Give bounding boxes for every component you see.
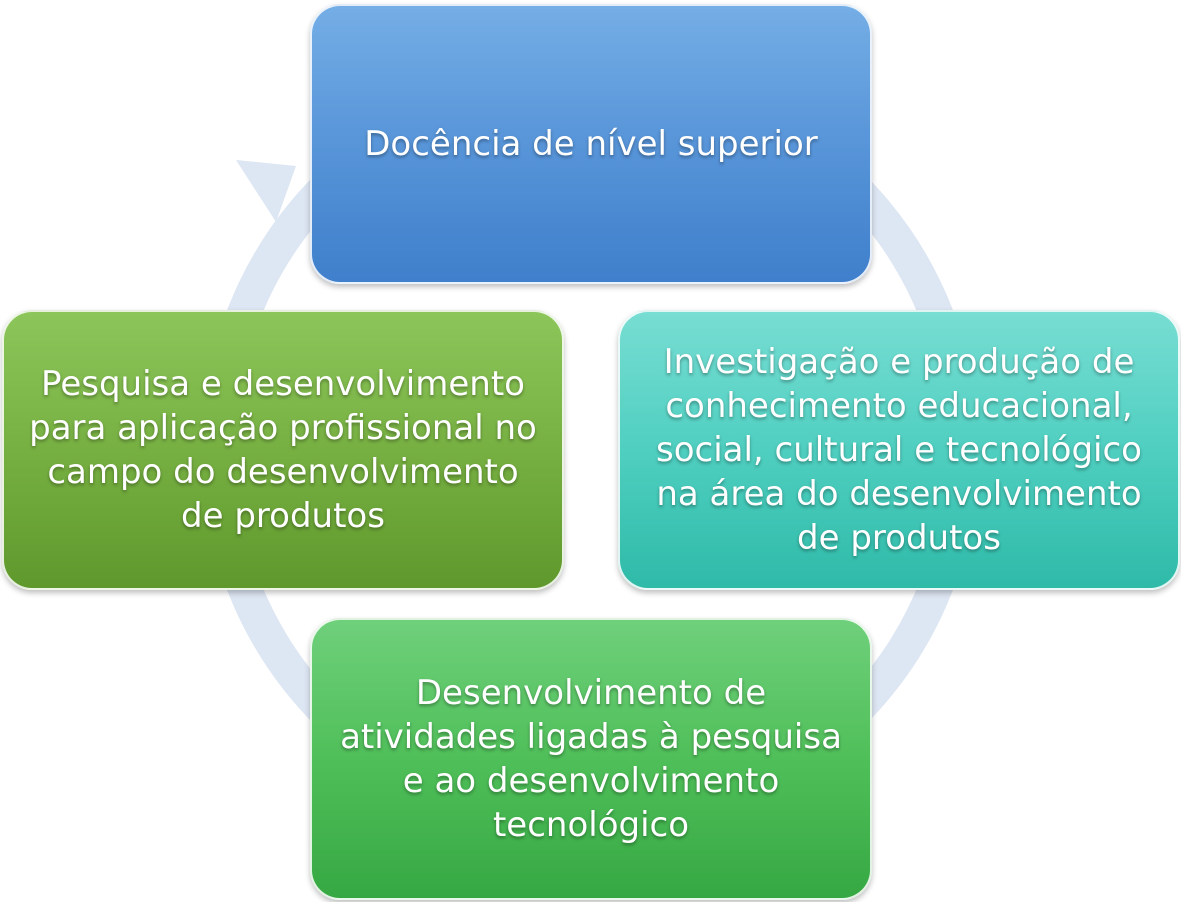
node-teaching-label: Docência de nível superior	[364, 124, 818, 164]
node-teaching: Docência de nível superior	[310, 4, 872, 284]
node-activity-development-label: Desenvolvimento de atividades ligadas à …	[340, 673, 842, 845]
node-research-production: Investigação e produção de conhecimento …	[618, 310, 1180, 590]
node-research-production-label: Investigação e produção de conhecimento …	[656, 342, 1142, 558]
node-activity-development: Desenvolvimento de atividades ligadas à …	[310, 618, 872, 900]
node-professional-research: Pesquisa e desenvolvimento para aplicaçã…	[2, 310, 564, 590]
node-professional-research-label: Pesquisa e desenvolvimento para aplicaçã…	[29, 364, 537, 536]
cycle-arrowhead-icon	[236, 160, 296, 222]
